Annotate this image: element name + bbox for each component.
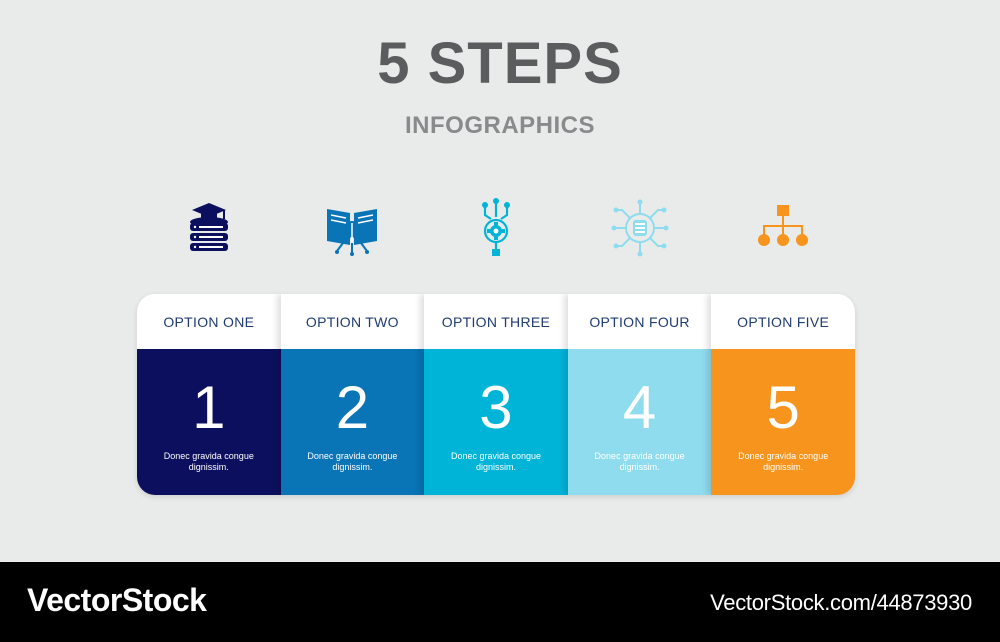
step-description: Donec gravida congue dignissim. <box>594 451 685 472</box>
step-number: 3 <box>479 374 513 441</box>
step-body: 1 Donec gravida congue dignissim. <box>137 349 281 495</box>
brand-logo: VectorStock <box>27 582 207 618</box>
step-column-4: OPTION FOUR 4 Donec gravida congue digni… <box>567 294 712 495</box>
hierarchy-icon <box>758 205 809 246</box>
step-number: 4 <box>622 374 657 441</box>
step-column-3: OPTION THREE 3 Donec gravida congue dign… <box>424 294 568 495</box>
step-icon-slot-1 <box>137 195 281 261</box>
step-body: 2 Donec gravida congue dignissim. <box>280 349 425 495</box>
step-column-2: OPTION TWO 2 Donec gravida congue dignis… <box>280 294 425 495</box>
step-description: Donec gravida congue dignissim. <box>307 451 398 472</box>
step-icon-slot-5 <box>711 195 855 261</box>
step-label: OPTION ONE <box>137 294 281 349</box>
steps-card: OPTION ONE 1 Donec gravida congue dignis… <box>137 294 855 495</box>
database-graduation-cap-icon <box>189 203 228 251</box>
step-column-1: OPTION ONE 1 Donec gravida congue dignis… <box>137 294 281 495</box>
database-gear-network-icon <box>611 199 669 257</box>
page-subtitle: INFOGRAPHICS <box>404 112 595 139</box>
step-number: 2 <box>335 374 370 441</box>
step-label: OPTION TWO <box>280 294 425 349</box>
step-number: 5 <box>766 374 800 441</box>
step-body: 5 Donec gravida congue dignissim. <box>711 349 855 495</box>
step-column-5: OPTION FIVE 5 Donec gravida congue digni… <box>711 294 855 495</box>
step-description: Donec gravida congue dignissim. <box>163 451 254 472</box>
step-icon-slot-3 <box>424 195 568 261</box>
step-icon-slot-2 <box>281 195 425 261</box>
gear-network-icon <box>481 198 510 256</box>
step-icon-slot-4 <box>568 195 712 261</box>
book-brain-icon <box>327 209 378 256</box>
brand-url: VectorStock.com/44873930 <box>710 590 972 615</box>
step-label: OPTION FIVE <box>711 294 855 349</box>
footer-bar: VectorStock VectorStock.com/44873930 <box>0 562 1000 642</box>
step-number: 1 <box>192 374 226 441</box>
page-title: 5 STEPS <box>377 31 623 96</box>
step-body: 3 Donec gravida congue dignissim. <box>424 349 568 495</box>
icon-row <box>137 195 855 261</box>
step-description: Donec gravida congue dignissim. <box>450 451 542 472</box>
step-body: 4 Donec gravida congue dignissim. <box>567 349 712 495</box>
step-label: OPTION FOUR <box>567 294 712 349</box>
step-description: Donec gravida congue dignissim. <box>738 451 829 472</box>
step-label: OPTION THREE <box>424 294 568 349</box>
